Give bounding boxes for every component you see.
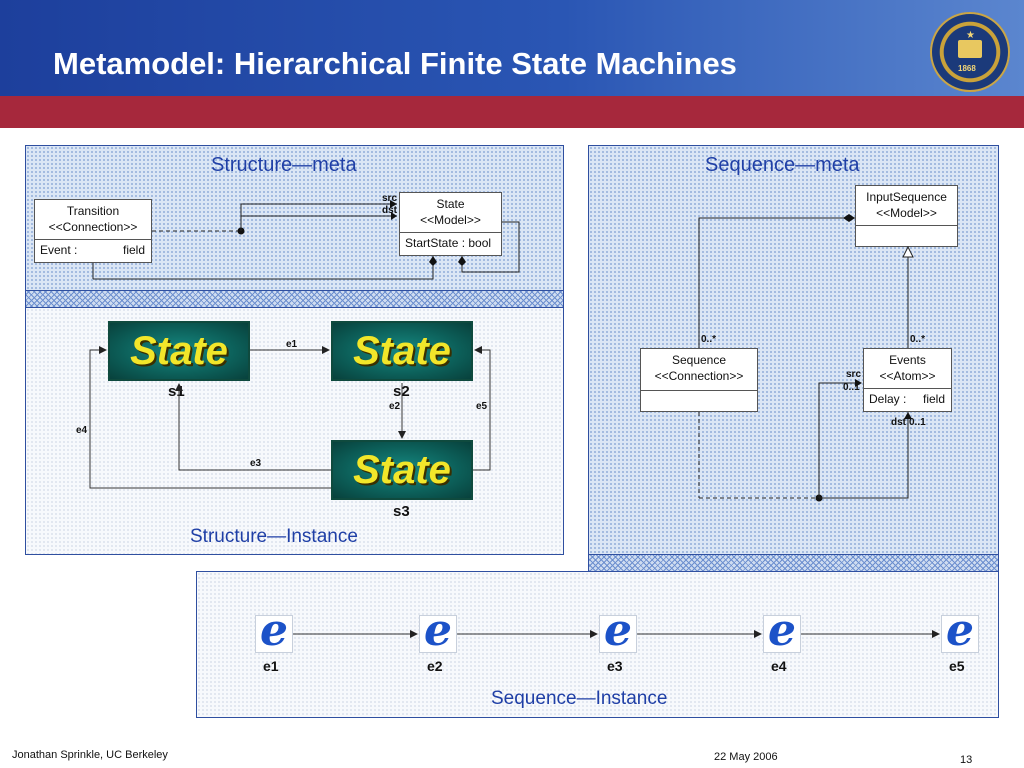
events-attr-name: Delay : (869, 392, 907, 406)
edge-label-e1: e1 (286, 339, 298, 350)
transition-class-name: Transition (66, 204, 120, 218)
sequence-dst-label: dst (891, 417, 906, 428)
sequence-dst-multiplicity: 0..1 (909, 417, 926, 428)
structure-src-label: src (382, 193, 398, 204)
seal-book-icon (958, 40, 982, 58)
slide-title: Metamodel: Hierarchical Finite State Mac… (53, 46, 737, 81)
footer-author: Jonathan Sprinkle, UC Berkeley (12, 749, 168, 761)
state-label-s2: s2 (393, 383, 410, 400)
structure-divider-strip (25, 290, 564, 308)
transition-attr-type: field (122, 243, 145, 257)
structure-dst-label: dst (382, 205, 397, 216)
event-label-e3: e3 (607, 658, 623, 674)
sequence-src-label: src (846, 369, 862, 380)
sequence-instance-panel (196, 571, 999, 718)
event-label-e1: e1 (263, 658, 279, 674)
uc-seal-logo: ★ 1868 (930, 12, 1010, 92)
state-label-s3: s3 (393, 503, 410, 520)
accent-bar (0, 96, 1024, 128)
seal-year: 1868 (958, 64, 976, 73)
state-node-s1: State (108, 321, 250, 381)
event-e5-icon: e (941, 609, 979, 653)
transition-class-box: Transition <<Connection>> Event : field (34, 199, 152, 263)
event-e1-icon: e (255, 609, 293, 653)
edge-label-e4: e4 (76, 425, 88, 436)
structure-instance-title: Structure—Instance (190, 526, 358, 547)
seal-star-icon: ★ (966, 30, 975, 41)
inputsequence-stereotype: <<Model>> (876, 206, 937, 220)
events-class-box: Events <<Atom>> Delay : field (863, 348, 952, 412)
event-e3-icon: e (599, 609, 637, 653)
page-number: 13 (960, 754, 973, 766)
events-multiplicity: 0..* (910, 334, 926, 345)
events-stereotype: <<Atom>> (879, 369, 936, 383)
state-node-s3: State (331, 440, 473, 500)
sequence-class-box: Sequence <<Connection>> (640, 348, 758, 412)
events-attr-type: field (922, 392, 945, 406)
inputsequence-class-box: InputSequence <<Model>> (855, 185, 958, 247)
sequence-src-multiplicity: 0..1 (843, 382, 860, 393)
state-stereotype: <<Model>> (420, 213, 481, 227)
edge-label-e2: e2 (389, 401, 401, 412)
sequence-stereotype: <<Connection>> (654, 369, 744, 383)
event-e2-icon: e (419, 609, 457, 653)
sequence-class-name: Sequence (671, 353, 727, 367)
title-bar (0, 0, 1024, 96)
structure-meta-title: Structure—meta (211, 154, 357, 176)
sequence-multiplicity: 0..* (701, 334, 717, 345)
sequence-instance-title: Sequence—Instance (491, 688, 668, 709)
footer-date: 22 May 2006 (714, 751, 778, 763)
event-label-e5: e5 (949, 658, 965, 674)
event-label-e2: e2 (427, 658, 443, 674)
sequence-meta-title: Sequence—meta (705, 154, 860, 176)
state-attr: StartState : bool (405, 236, 492, 250)
transition-attr-name: Event : (40, 243, 78, 257)
event-label-e4: e4 (771, 658, 787, 674)
events-class-name: Events (889, 353, 926, 367)
state-class-box: State <<Model>> StartState : bool (399, 192, 502, 256)
state-class-name: State (436, 197, 465, 211)
edge-label-e5: e5 (476, 401, 488, 412)
transition-stereotype: <<Connection>> (48, 220, 138, 234)
state-node-s2: State (331, 321, 473, 381)
event-e4-icon: e (763, 609, 801, 653)
inputsequence-class-name: InputSequence (866, 190, 947, 204)
edge-label-e3: e3 (250, 458, 262, 469)
